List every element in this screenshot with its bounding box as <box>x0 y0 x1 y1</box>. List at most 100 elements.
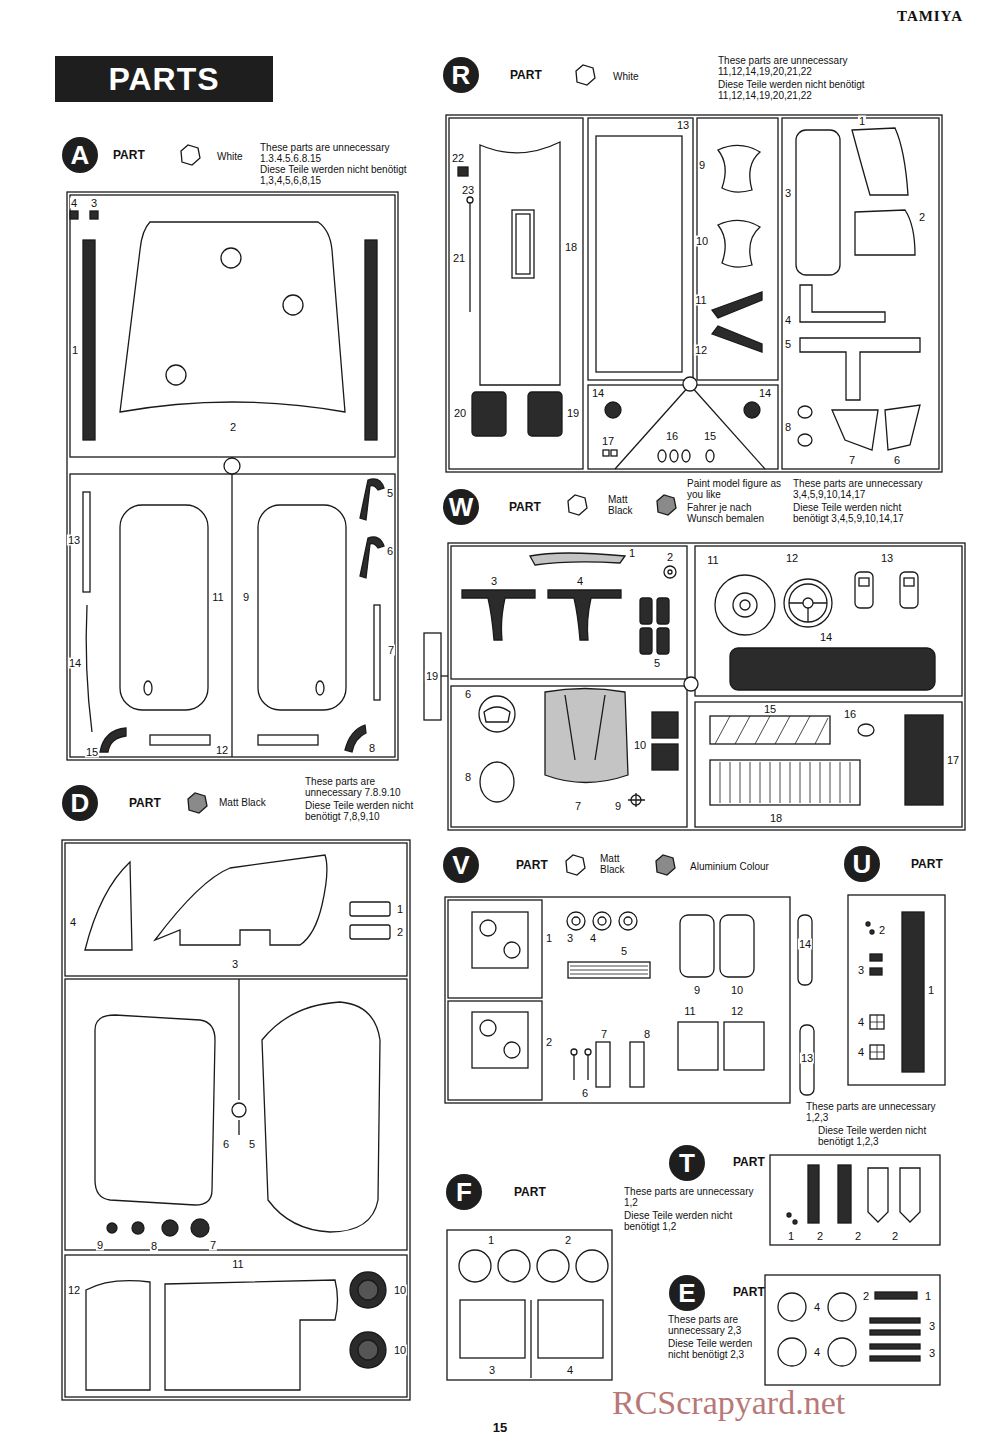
part-number: 13 <box>676 120 690 131</box>
sprue-w <box>424 543 965 830</box>
part-number: 8 <box>464 772 472 783</box>
sprue-a-shape <box>144 681 152 695</box>
sprue-w-shape <box>652 744 678 770</box>
part-number: 19 <box>566 408 580 419</box>
sprue-d-shape <box>232 1103 246 1117</box>
sprue-w-shape <box>631 795 641 805</box>
sprue-w-shape <box>695 546 962 696</box>
part-number: 1 <box>858 116 866 127</box>
part-number: 10 <box>393 1345 407 1356</box>
sprue-w-shape <box>720 762 850 803</box>
sprue-r-shape <box>615 385 690 469</box>
part-number: 9 <box>693 985 701 996</box>
sprue-e <box>765 1275 940 1385</box>
sprue-w-shape <box>715 716 828 744</box>
sprue-v-shape <box>630 1042 644 1087</box>
sprue-t-shape <box>770 1155 940 1245</box>
sprue-f <box>447 1230 612 1380</box>
sprue-t-shape <box>787 1213 791 1217</box>
sprue-r-shape <box>516 214 530 274</box>
sprue-v-shape <box>593 912 611 930</box>
sprue-r-shape <box>796 130 840 275</box>
part-number: 12 <box>785 553 799 564</box>
paint-icon-shape <box>656 855 675 875</box>
sprue-a-shape <box>70 211 78 219</box>
part-number: 14 <box>798 939 812 950</box>
part-number: 3 <box>90 198 98 209</box>
part-number: 11 <box>231 1259 244 1270</box>
part-number: 3 <box>928 1348 936 1359</box>
sprue-w-shape <box>657 628 669 654</box>
sprue-a-shape <box>70 195 395 457</box>
part-number: 11 <box>211 592 224 603</box>
sprue-e-shape <box>870 1344 920 1349</box>
sprue-w-shape <box>640 628 652 654</box>
note-text: These parts are unnecessary 7.8.9.10 <box>305 776 415 798</box>
sprue-w-shape <box>715 575 775 635</box>
part-number: 3 <box>231 959 239 970</box>
part-number: 5 <box>386 488 394 499</box>
note-text: Diese Teile werden nicht benötigt 3,4,5,… <box>793 502 923 524</box>
sprue-d-shape <box>358 1340 378 1360</box>
part-number: 11 <box>694 295 707 306</box>
part-number: 21 <box>452 253 466 264</box>
part-number: 6 <box>386 546 394 557</box>
paint-icon-shape <box>566 855 585 875</box>
part-heading: PART <box>129 797 161 809</box>
sprue-w-shape <box>424 633 441 720</box>
part-heading: PART <box>514 1186 546 1198</box>
part-number: 7 <box>387 645 395 656</box>
section-letter-circle: U <box>844 846 880 882</box>
sprue-a-shape <box>360 537 384 578</box>
title-band: PARTS <box>55 56 273 102</box>
part-number: 2 <box>816 1231 824 1242</box>
sprue-e-shape <box>870 1330 920 1335</box>
note-text: Fahrer je nach Wunsch bemalen <box>687 502 787 524</box>
sprue-d-shape <box>191 1219 209 1237</box>
sprue-r-shape <box>682 450 690 462</box>
note-text: These parts are unnecessary 1.3.4.5.6.8.… <box>260 142 438 164</box>
sprue-v-shape <box>619 912 637 930</box>
sprue-f-shape <box>498 1250 530 1282</box>
sprue-v <box>445 897 814 1103</box>
sprue-v-shape <box>596 1042 610 1087</box>
sprue-u-shape <box>870 930 874 934</box>
part-heading: PART <box>510 69 542 81</box>
sprue-r-shape <box>472 392 506 436</box>
part-number: 13 <box>67 535 81 546</box>
sprue-t-shape <box>793 1220 797 1224</box>
sprue-a-shape <box>150 735 210 745</box>
sprue-d-shape <box>132 1222 144 1234</box>
part-number: 2 <box>564 1235 572 1246</box>
sprue-w-shape <box>640 598 652 624</box>
paint-icon-shape <box>188 793 207 813</box>
sprue-d-shape <box>358 1280 378 1300</box>
part-number: 2 <box>878 925 886 936</box>
sprue-v-shape <box>598 917 606 925</box>
sprue-e-shape <box>778 1338 806 1366</box>
page-number: 15 <box>493 1421 507 1434</box>
sprue-a-shape <box>221 248 241 268</box>
part-number: 14 <box>591 388 605 399</box>
sprue-r-shape <box>603 450 609 456</box>
part-number: 7 <box>848 455 856 466</box>
sprue-d-shape <box>65 979 407 1250</box>
part-number: 6 <box>893 455 901 466</box>
sprue-v-shape <box>680 915 714 977</box>
part-number: 1 <box>396 904 404 915</box>
sprue-r-shape <box>588 385 778 469</box>
sprue-w-shape <box>448 543 965 830</box>
section-letter: F <box>456 1179 472 1205</box>
part-number: 1 <box>927 985 935 996</box>
part-number: 2 <box>666 552 674 563</box>
sprue-a <box>67 192 398 760</box>
sprue-w-shape <box>441 675 448 676</box>
section-letter: A <box>71 142 90 168</box>
part-number: 4 <box>589 933 597 944</box>
sprue-r-shape <box>605 402 621 418</box>
part-number: 8 <box>368 743 376 754</box>
sprue-d-shape <box>262 1002 380 1232</box>
sprue-w-shape <box>652 712 678 738</box>
sprue-a-shape <box>120 222 345 412</box>
